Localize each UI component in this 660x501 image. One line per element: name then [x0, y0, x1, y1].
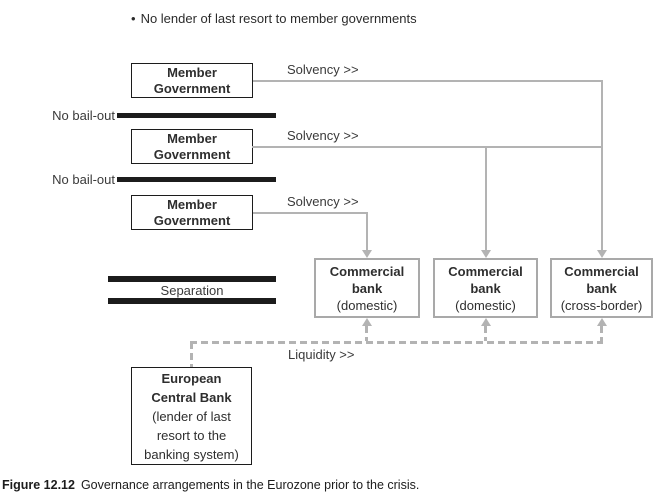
figure-caption-text: Governance arrangements in the Eurozone …	[80, 478, 420, 492]
commercial-bank-box-domestic-1: Commercial bank (domestic)	[314, 258, 420, 318]
ecb-line1: European	[161, 370, 222, 386]
bank-1-line1: Commercial	[329, 263, 405, 279]
liquidity-stub-domestic1	[365, 326, 368, 341]
separation-bar-top	[108, 276, 276, 282]
separation-bar-bottom	[108, 298, 276, 304]
bank-2-line2: bank	[470, 280, 501, 296]
solvency-label-3: Solvency >>	[287, 194, 359, 209]
bank-1-line3: (domestic)	[336, 297, 398, 313]
top-note: • No lender of last resort to member gove…	[131, 11, 417, 26]
no-bailout-label-2: No bail-out	[52, 172, 115, 187]
bank-2-line1: Commercial	[448, 263, 523, 279]
bank-2-line3: (domestic)	[455, 297, 516, 313]
liquidity-line-horizontal	[190, 341, 603, 344]
liquidity-arrow-up-domestic2-icon	[481, 318, 491, 326]
member-government-box-3: Member Government	[131, 195, 253, 230]
ecb-line4: resort to the	[156, 427, 227, 443]
bank-1-line2: bank	[351, 280, 383, 296]
liquidity-stub-crossborder	[600, 326, 603, 341]
solvency-label-2: Solvency >>	[287, 128, 359, 143]
liquidity-line-ecb-vertical	[190, 342, 193, 367]
bank-3-line3: (cross-border)	[560, 297, 643, 313]
figure-caption: Figure 12.12 Governance arrangements in t…	[2, 478, 419, 492]
solvency-arrow-down-domestic2-icon	[481, 250, 491, 258]
member-government-3-line2: Government	[153, 212, 231, 228]
solvency-label-1: Solvency >>	[287, 62, 359, 77]
separation-label: Separation	[160, 283, 224, 298]
solvency-line-3-vertical	[366, 212, 368, 250]
top-note-text: No lender of last resort to member gover…	[140, 11, 417, 26]
member-government-1-line1: Member	[167, 64, 217, 80]
member-government-box-1: Member Government	[131, 63, 253, 98]
member-government-2-line1: Member	[167, 130, 217, 146]
liquidity-arrow-up-domestic1-icon	[362, 318, 372, 326]
liquidity-arrow-up-crossborder-icon	[597, 318, 607, 326]
solvency-line-3-horizontal	[253, 212, 368, 214]
member-government-2-line2: Government	[153, 146, 231, 162]
ecb-line3: (lender of last	[152, 408, 231, 424]
commercial-bank-box-domestic-2: Commercial bank (domestic)	[433, 258, 538, 318]
solvency-line-2-vertical	[485, 146, 487, 250]
member-government-box-2: Member Government	[131, 129, 253, 164]
ecb-line2: Central Bank	[151, 389, 232, 405]
liquidity-stub-domestic2	[484, 326, 487, 341]
solvency-line-2-horizontal	[252, 146, 603, 148]
no-bailout-bar-2	[117, 177, 276, 182]
member-government-3-line1: Member	[167, 196, 217, 212]
no-bailout-label-1: No bail-out	[52, 108, 115, 123]
solvency-line-1-vertical	[601, 80, 603, 250]
bank-3-line2: bank	[586, 280, 617, 296]
commercial-bank-box-crossborder: Commercial bank (cross-border)	[550, 258, 653, 318]
solvency-line-1-horizontal	[253, 80, 603, 82]
liquidity-label: Liquidity >>	[288, 347, 355, 362]
member-government-1-line2: Government	[153, 80, 231, 96]
figure-caption-number: Figure 12.12	[2, 478, 75, 492]
no-bailout-bar-1	[117, 113, 276, 118]
solvency-arrow-down-crossborder-icon	[597, 250, 607, 258]
ecb-line5: banking system)	[144, 446, 239, 462]
ecb-box: European Central Bank (lender of last re…	[131, 367, 252, 465]
bullet-icon: •	[131, 11, 136, 26]
bank-3-line1: Commercial	[564, 263, 639, 279]
solvency-arrow-down-domestic1-icon	[362, 250, 372, 258]
